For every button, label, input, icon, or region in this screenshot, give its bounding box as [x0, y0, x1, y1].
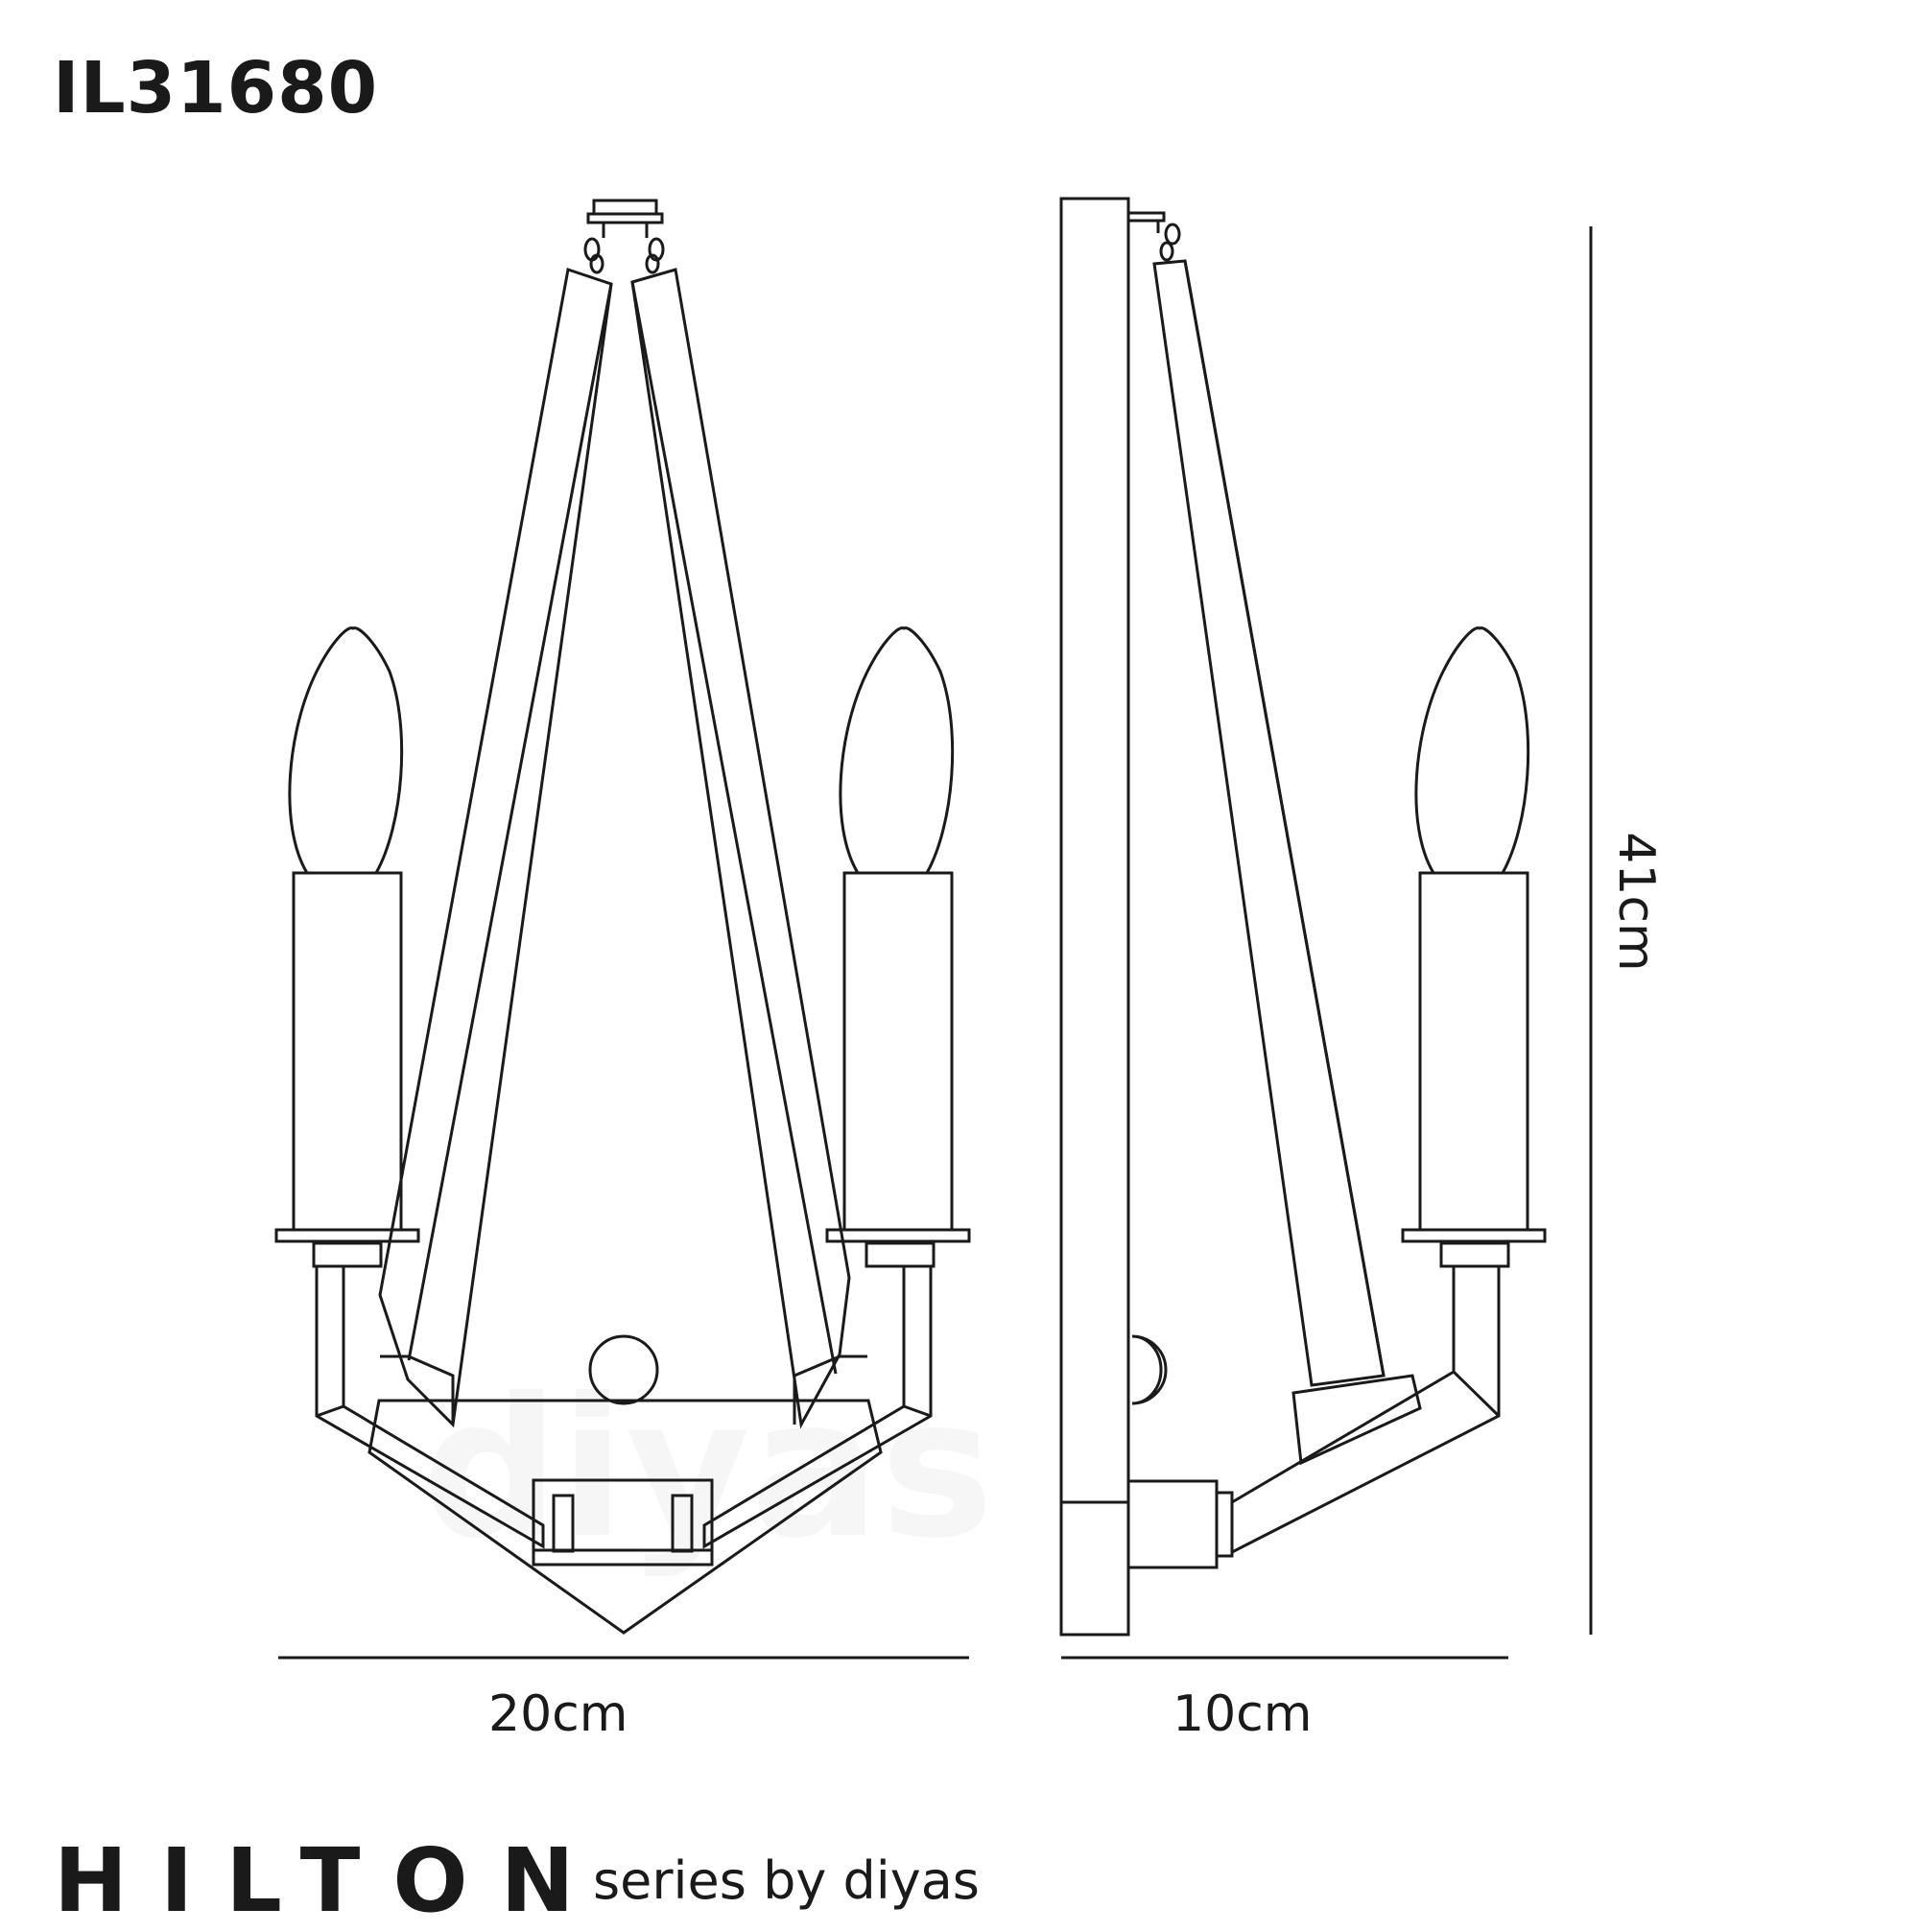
side-bulb	[1414, 626, 1530, 874]
front-left-strut	[378, 268, 613, 1428]
front-top-mount	[583, 199, 665, 274]
side-center-disc	[1131, 1334, 1168, 1405]
front-right-candle	[825, 626, 971, 1268]
front-left-arm	[315, 1266, 545, 1549]
front-right-bulb	[839, 626, 955, 874]
side-hub	[1126, 1479, 1219, 1569]
front-right-arm	[702, 1266, 933, 1549]
front-hub	[532, 1478, 714, 1567]
series-tagline: series by diyas	[593, 1850, 980, 1911]
side-arm	[1231, 1264, 1501, 1554]
side-view	[1059, 197, 1547, 1660]
side-top-hook	[1128, 211, 1181, 262]
side-candle	[1401, 626, 1547, 1268]
front-left-candle	[274, 626, 420, 1268]
side-wall-plate	[1059, 197, 1130, 1637]
side-strut-foot	[1291, 1374, 1422, 1466]
side-strut	[1152, 259, 1386, 1387]
front-view	[274, 199, 971, 1660]
height-label: 41cm	[1607, 832, 1665, 972]
front-center-disc	[588, 1334, 659, 1405]
width-label: 20cm	[488, 1685, 628, 1743]
depth-label: 10cm	[1173, 1685, 1313, 1743]
watermark-text: diyas	[422, 1357, 994, 1581]
series-name: HILTON	[54, 1829, 607, 1932]
front-right-strut	[630, 268, 851, 1429]
front-base-plate	[367, 1399, 883, 1635]
front-left-bulb	[288, 626, 404, 874]
product-code: IL31680	[53, 47, 379, 130]
